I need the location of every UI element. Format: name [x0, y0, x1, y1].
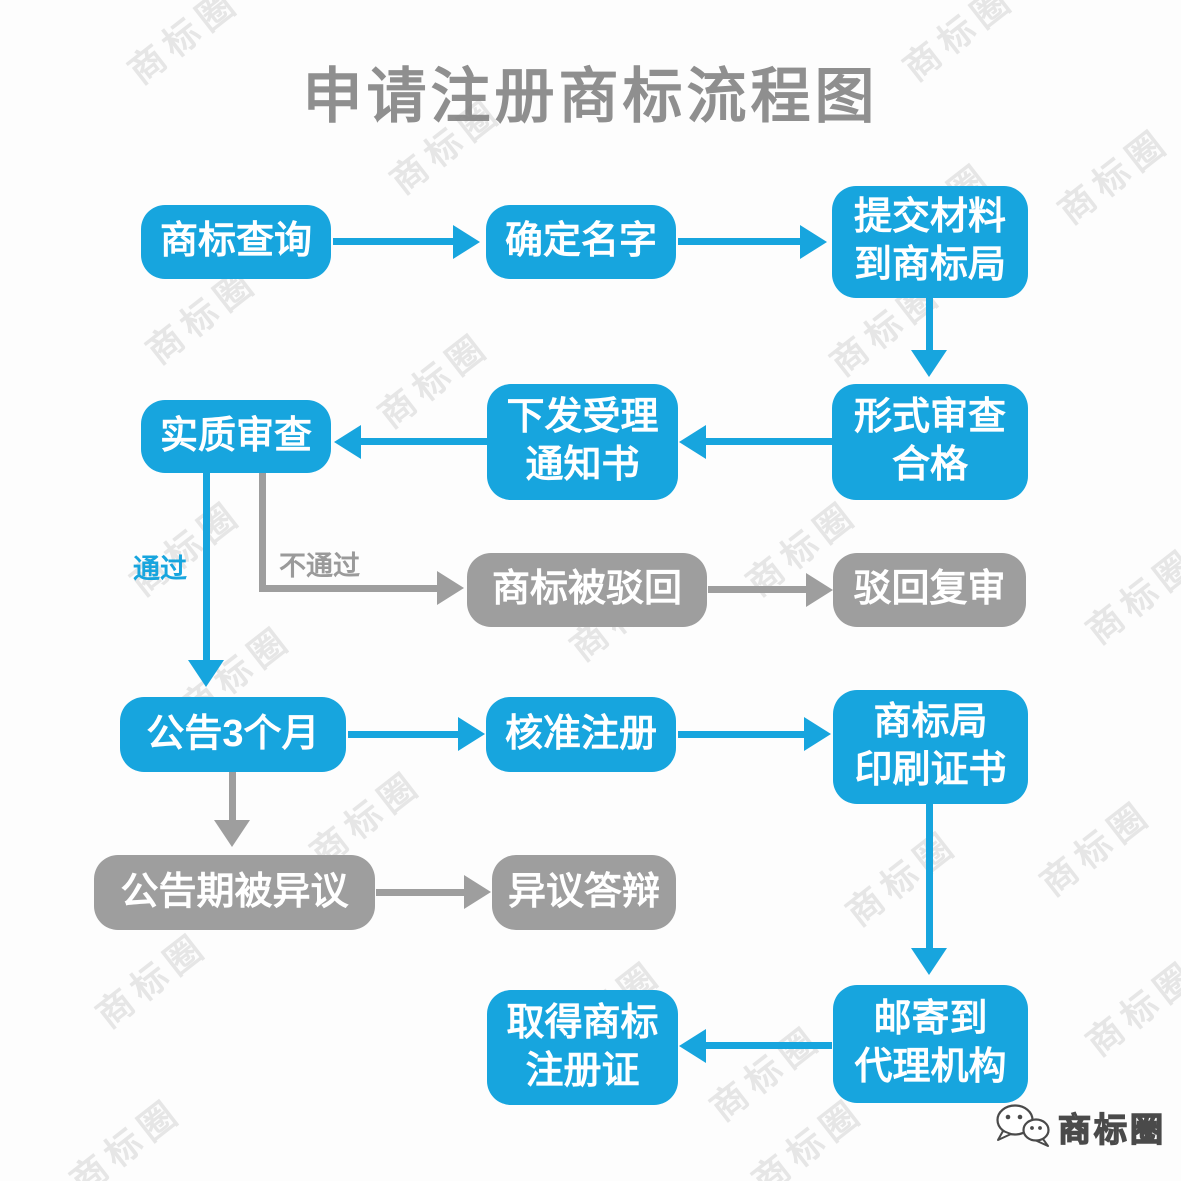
node-rejection-review: 驳回复审 — [833, 553, 1026, 627]
node-formal-exam-pass: 形式审查 合格 — [832, 384, 1028, 500]
node-approve-registration: 核准注册 — [486, 697, 676, 772]
watermark-text: 商标圈 — [62, 1090, 190, 1181]
arrow-mail-to-certificate-line — [705, 1042, 832, 1049]
arrow-notice-to-substantive-head — [334, 425, 361, 459]
node-substantive-exam: 实质审查 — [141, 400, 331, 473]
node-confirm-name: 确定名字 — [486, 205, 676, 279]
watermark-text: 商标圈 — [88, 924, 216, 1036]
node-announcement-3months: 公告3个月 — [120, 697, 346, 772]
node-label: 商标查询 — [159, 220, 312, 263]
edge-label-pass: 通过 — [133, 554, 187, 584]
node-submit-materials: 提交材料 到商标局 — [832, 186, 1028, 298]
arrow-announce-to-opposed-head — [214, 820, 250, 847]
node-label: 确定名字 — [504, 220, 657, 263]
watermark-text: 商标圈 — [370, 324, 498, 436]
node-label: 商标被驳回 — [491, 568, 682, 611]
connector-fail-vertical-line — [259, 473, 266, 592]
arrow-pass-to-announce-head — [188, 660, 224, 687]
arrow-rejected-to-review-line — [708, 586, 806, 593]
arrow-formal-to-notice-line — [706, 438, 832, 445]
node-label: 邮寄到 代理机构 — [854, 998, 1007, 1088]
page-title: 申请注册商标流程图 — [302, 63, 879, 130]
watermark-text: 商标圈 — [838, 822, 966, 934]
arrow-print-to-mail-line — [926, 804, 933, 950]
node-opposition-defense: 异议答辩 — [492, 855, 676, 930]
node-label: 公告期被异议 — [120, 870, 349, 913]
wechat-bubbles-icon: 商标圈 — [996, 1104, 1166, 1149]
arrow-submit-to-formal-line — [926, 298, 933, 352]
arrow-search-to-name-head — [453, 225, 480, 259]
node-label: 形式审查 合格 — [853, 396, 1006, 486]
arrow-mail-to-certificate-head — [679, 1029, 706, 1063]
node-label: 商标局 印刷证书 — [854, 701, 1007, 791]
edge-label-fail: 不通过 — [279, 551, 360, 581]
arrow-opposed-to-defense-line — [376, 889, 464, 896]
watermark-text: 商标圈 — [1078, 952, 1181, 1064]
node-trademark-rejected: 商标被驳回 — [467, 553, 707, 627]
node-opposed-in-announcement: 公告期被异议 — [94, 855, 375, 930]
arrow-announce-to-approve-line — [348, 731, 458, 738]
node-label: 驳回复审 — [853, 568, 1006, 611]
watermark-text: 商标圈 — [1078, 540, 1181, 652]
arrow-fail-to-rejected-head — [437, 571, 464, 605]
arrow-notice-to-substantive-line — [361, 438, 487, 445]
watermark-text: 商标圈 — [122, 492, 250, 604]
arrow-formal-to-notice-head — [679, 425, 706, 459]
node-label: 下发受理 通知书 — [506, 396, 659, 486]
arrow-approve-to-print-head — [804, 717, 831, 751]
node-label: 提交材料 到商标局 — [853, 196, 1006, 286]
watermark-text: 商标圈 — [1032, 792, 1160, 904]
node-office-prints-certificate: 商标局 印刷证书 — [833, 690, 1028, 804]
node-acceptance-notice: 下发受理 通知书 — [487, 384, 678, 500]
arrow-pass-to-announce-line — [203, 473, 210, 661]
arrow-submit-to-formal-head — [911, 350, 947, 377]
node-label: 公告3个月 — [146, 712, 320, 755]
node-mail-to-agency: 邮寄到 代理机构 — [833, 985, 1028, 1103]
brand-name-text: 商标圈 — [1058, 1111, 1166, 1148]
arrow-name-to-submit-head — [800, 225, 827, 259]
node-label: 取得商标 注册证 — [506, 1001, 659, 1092]
node-obtain-certificate: 取得商标 注册证 — [487, 990, 678, 1105]
connector-fail-horizontal-line — [259, 585, 437, 592]
arrow-approve-to-print-line — [678, 731, 804, 738]
arrow-announce-to-approve-head — [458, 717, 485, 751]
node-label: 异议答辩 — [507, 870, 660, 913]
brand-logo: 商标圈 — [988, 1098, 1173, 1159]
arrow-search-to-name-line — [333, 238, 453, 245]
arrow-announce-to-opposed-line — [229, 772, 236, 822]
arrow-rejected-to-review-head — [806, 573, 833, 607]
arrow-opposed-to-defense-head — [464, 875, 491, 909]
node-label: 核准注册 — [504, 712, 657, 755]
arrow-print-to-mail-head — [911, 948, 947, 975]
node-trademark-search: 商标查询 — [141, 205, 331, 279]
arrow-name-to-submit-line — [678, 238, 800, 245]
node-label: 实质审查 — [159, 414, 312, 457]
